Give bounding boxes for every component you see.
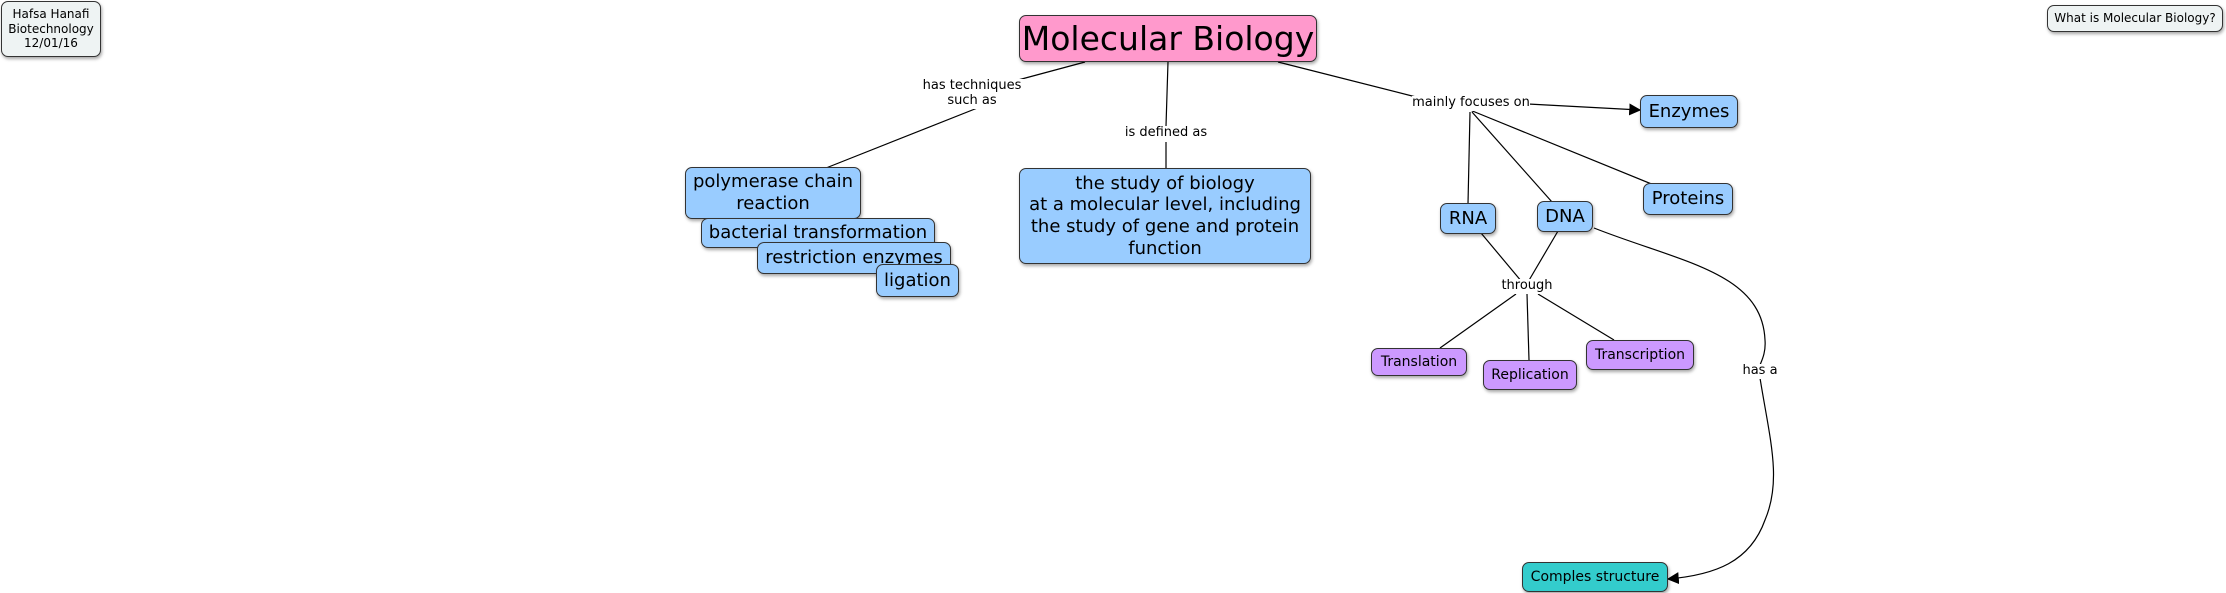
question-box: What is Molecular Biology? [2047, 5, 2223, 32]
author-note: Hafsa Hanafi Biotechnology 12/01/16 [1, 1, 101, 57]
line-through-to-replication [1526, 293, 1530, 361]
process-replication: Replication [1483, 360, 1577, 390]
concept-dna: DNA [1537, 201, 1593, 232]
process-translation: Translation [1371, 348, 1467, 376]
technique-pcr: polymerase chain reaction [685, 167, 861, 219]
main-topic: Molecular Biology [1019, 15, 1317, 62]
line-dna-to-hasa [1593, 227, 1766, 366]
line-dna-to-through [1527, 230, 1559, 283]
line-hasa-to-complex [1666, 377, 1775, 585]
link-label-through: through [1499, 278, 1555, 294]
line-techniques-to-pcr [825, 102, 991, 169]
link-label-has-a: has a [1740, 363, 1780, 379]
line-main-to-defined [1165, 61, 1169, 127]
line-focuses-to-enzymes [1527, 103, 1642, 116]
technique-ligation: ligation [876, 264, 959, 297]
link-label-defined: is defined as [1116, 125, 1216, 141]
line-focuses-to-rna [1467, 111, 1471, 205]
concept-proteins: Proteins [1643, 183, 1733, 215]
line-through-to-transcription [1537, 293, 1615, 341]
line-focuses-to-proteins [1469, 109, 1655, 186]
line-rna-to-through [1480, 232, 1523, 283]
process-transcription: Transcription [1586, 340, 1694, 370]
line-focuses-to-dna [1471, 111, 1553, 203]
definition-box: the study of biology at a molecular leve… [1019, 168, 1311, 264]
line-through-to-translation [1439, 293, 1517, 349]
line-main-to-focuses [1277, 61, 1421, 99]
concept-rna: RNA [1440, 203, 1496, 234]
link-label-focuses: mainly focuses on [1412, 95, 1530, 111]
concept-enzymes: Enzymes [1640, 95, 1738, 128]
complex-structure: Comples structure [1522, 562, 1668, 592]
line-main-to-techniques [1017, 61, 1086, 81]
link-label-techniques: has techniques such as [920, 78, 1024, 109]
